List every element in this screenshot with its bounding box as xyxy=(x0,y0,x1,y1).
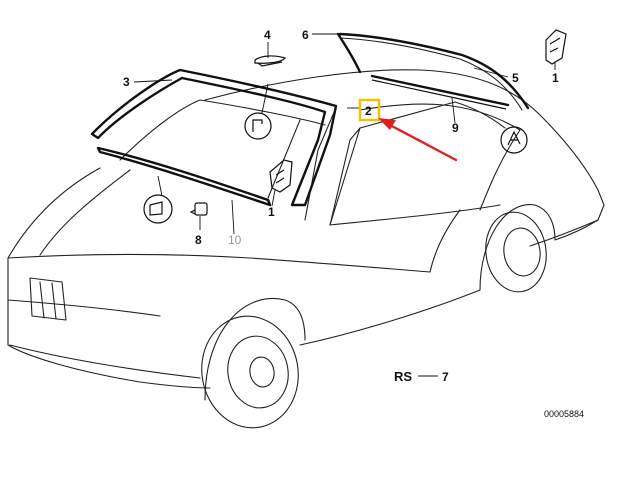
callout-7: 7 xyxy=(442,370,449,384)
rear-window-moulding xyxy=(336,32,530,110)
car-body xyxy=(7,69,605,429)
callout-2: 2 xyxy=(365,104,372,118)
callout-5: 5 xyxy=(512,71,519,85)
callout-8: 8 xyxy=(195,233,202,247)
clip-detail-circle-lower xyxy=(143,194,173,224)
callout-9: 9 xyxy=(452,121,459,135)
rs-label: RS xyxy=(394,369,412,384)
red-arrow xyxy=(378,118,458,162)
roof-clip-part xyxy=(254,55,286,67)
callout-1-rear: 1 xyxy=(552,71,559,85)
clip-detail-circle-rear xyxy=(500,126,528,154)
lower-windscreen-strip xyxy=(96,146,272,207)
leader-lines xyxy=(133,33,556,377)
clip-part-8 xyxy=(189,202,208,216)
clip-detail-circle-windscreen xyxy=(244,112,272,140)
bracket-part-1-rear xyxy=(545,29,567,65)
callout-6: 6 xyxy=(302,28,309,42)
callout-10: 10 xyxy=(228,233,242,247)
highlight-box xyxy=(358,98,381,122)
diagram-code: 00005884 xyxy=(544,409,584,419)
bracket-part-1-windscreen xyxy=(269,159,293,193)
windscreen-moulding xyxy=(90,68,338,207)
callout-4: 4 xyxy=(264,28,271,42)
side-strip xyxy=(370,74,510,107)
callout-3: 3 xyxy=(123,75,130,89)
callout-1-windscreen: 1 xyxy=(268,205,275,219)
